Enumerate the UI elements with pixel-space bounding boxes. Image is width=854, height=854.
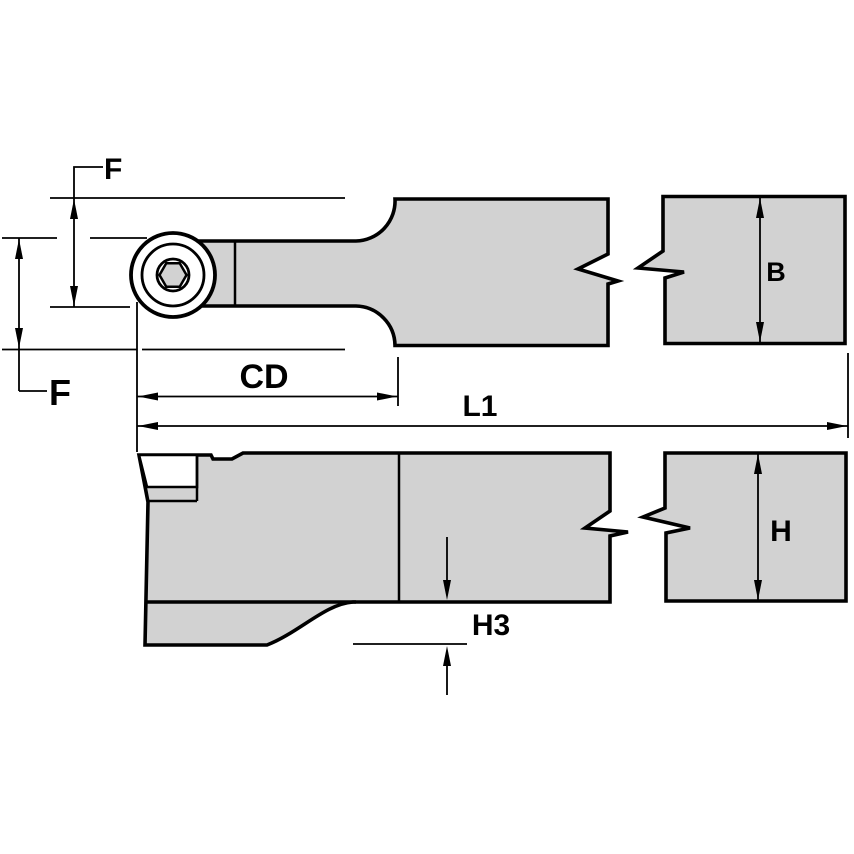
dim-h: H [754, 454, 792, 600]
dim-b: B [756, 198, 786, 342]
top-view [129, 194, 847, 348]
dim-b-arrow-up [756, 198, 764, 218]
clamp-screw-head [140, 242, 206, 308]
dim-l1-arrow-right [827, 422, 847, 430]
label-l1: L1 [462, 390, 497, 423]
dimensions: F F CD [2, 153, 849, 695]
dim-f-top-arrow-down [70, 286, 78, 306]
label-f-top: F [104, 153, 122, 186]
dim-f-bottom-arrow-up [15, 239, 23, 259]
dim-h3: H3 [353, 537, 510, 695]
side-view-insert [137, 453, 199, 489]
dim-cd: CD [136, 302, 399, 452]
label-b: B [766, 257, 786, 287]
top-view-shank-piece [632, 194, 847, 346]
dim-l1-arrow-left [138, 422, 158, 430]
label-h: H [770, 515, 792, 548]
dim-f-bottom: F [2, 238, 345, 413]
dim-f-top: F [2, 153, 345, 308]
dim-l1: L1 [137, 353, 849, 438]
label-h3: H3 [472, 609, 510, 642]
dim-cd-arrow-right [377, 392, 397, 401]
dim-f-bottom-arrow-down [15, 328, 23, 348]
side-view-pocket-lines [148, 455, 199, 503]
drawing-root: F F CD [2, 153, 849, 695]
clamp-screw-bore [155, 257, 191, 293]
side-view-body [136, 451, 629, 647]
side-view-shank-piece [637, 451, 848, 603]
top-view-body [183, 197, 625, 348]
dim-h3-arrow-down [443, 580, 451, 600]
dim-h3-arrow-up [443, 646, 451, 666]
label-cd: CD [239, 358, 288, 396]
dim-f-top-bracket [73, 166, 103, 198]
label-f-bottom: F [49, 372, 71, 413]
dim-h-arrow-up [754, 454, 762, 474]
side-view [136, 451, 848, 647]
dim-b-arrow-down [756, 322, 764, 342]
dim-cd-arrow-left [138, 392, 158, 401]
dim-f-top-ref-lines [2, 197, 345, 308]
dim-h-arrow-down [754, 580, 762, 600]
dim-cd-ext-lines [136, 302, 399, 452]
dim-f-top-arrow-up [70, 199, 78, 219]
hex-socket-icon [158, 262, 188, 288]
